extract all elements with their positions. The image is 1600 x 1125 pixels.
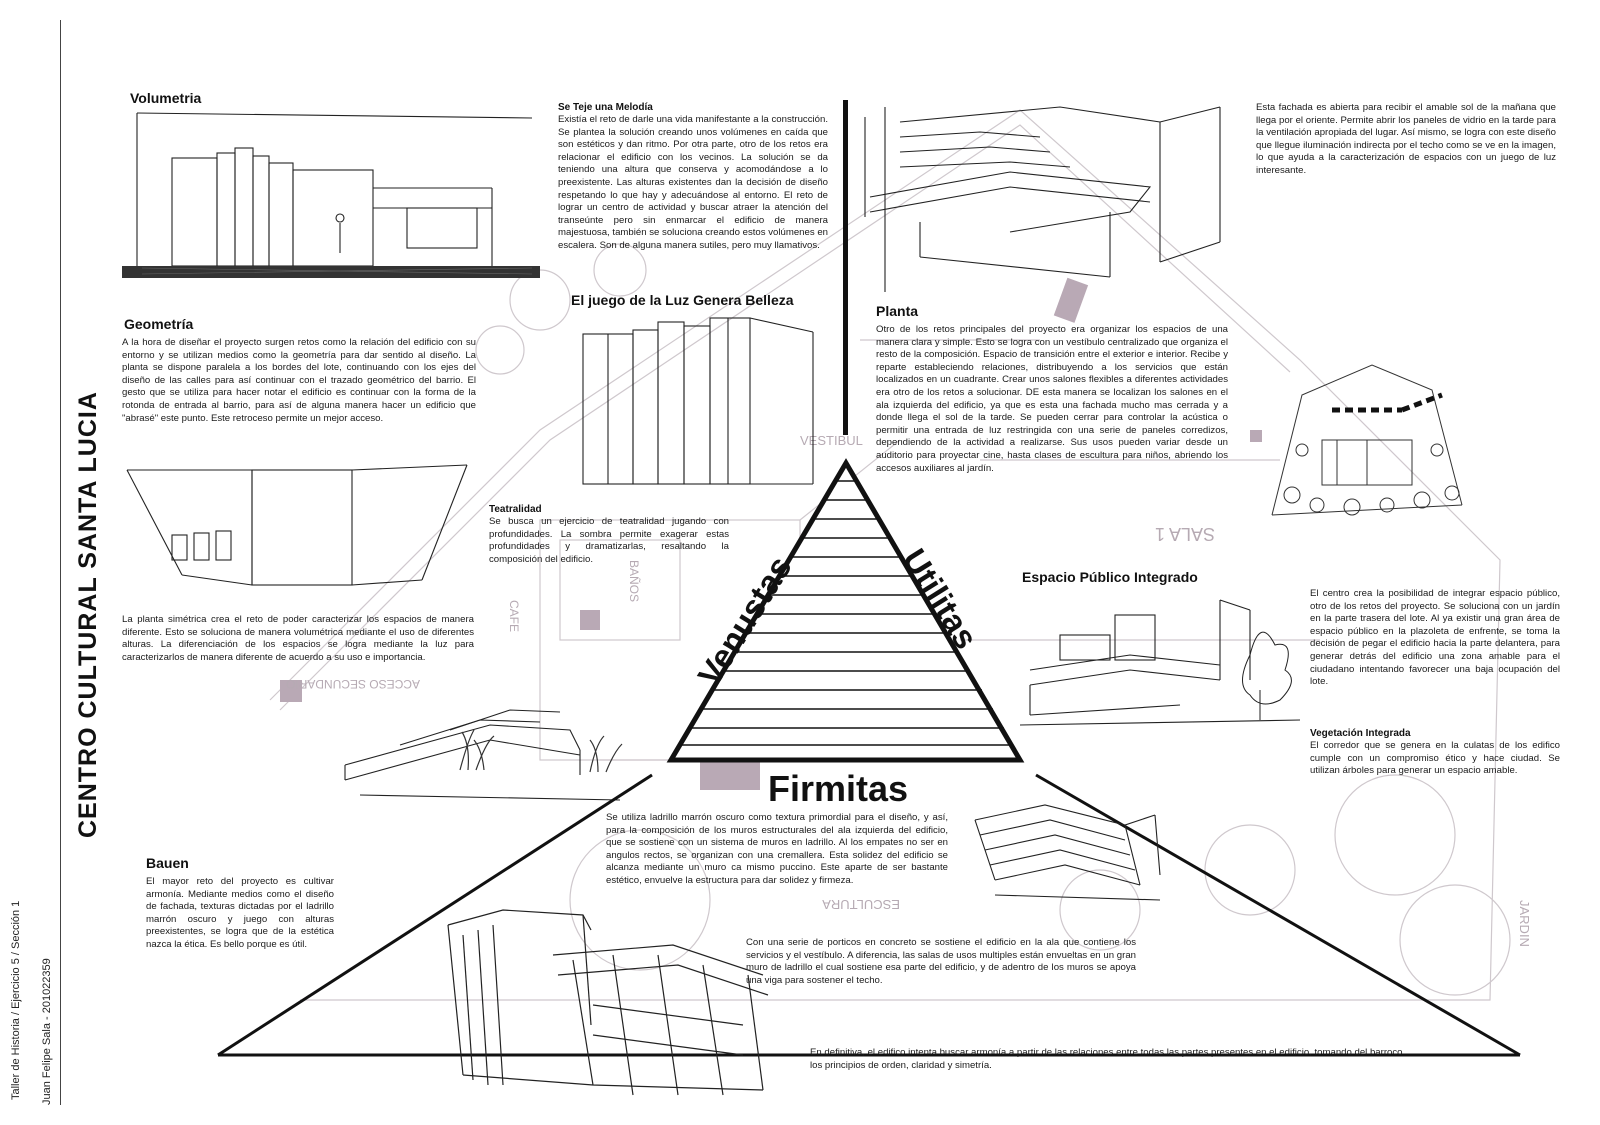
espacio-publico-text: El centro crea la posibilidad de integra…	[1310, 588, 1560, 688]
luz-sketch	[578, 312, 818, 490]
plan-label-escaleras: ESCALERAS	[842, 642, 920, 657]
vegetacion-title: Vegetación Integrada	[1310, 728, 1411, 739]
geometria-title: Geometría	[124, 316, 194, 332]
ladrillo-text: Se utiliza ladrillo marrón oscuro como t…	[606, 812, 948, 886]
plan-label-vestibulo: VESTIBUL	[800, 433, 863, 448]
porticos-top-sketch	[965, 800, 1165, 910]
course-label: Taller de Historia / Ejercicio 5 / Secci…	[10, 901, 22, 1100]
porticos-text: Con una serie de porticos en concreto se…	[746, 937, 1136, 986]
vegetacion-text: El corredor que se genera en la culatas …	[1310, 740, 1560, 777]
structure-sketch	[443, 905, 788, 1105]
espacio-publico-title: Espacio Público Integrado	[1022, 569, 1198, 585]
planta-title: Planta	[876, 303, 919, 319]
plan-label-acceso: ACCESO SECUNDARIO	[286, 677, 420, 691]
page-title: CENTRO CULTURAL SANTA LUCIA	[74, 391, 102, 838]
plan-label-sala: SALA 1	[1155, 524, 1215, 544]
bauen-text: El mayor reto del proyecto es cultivar a…	[146, 876, 334, 950]
pyramid-label-firmitas: Firmitas	[768, 768, 909, 809]
bauen-title: Bauen	[146, 855, 189, 871]
luz-title: El juego de la Luz Genera Belleza	[571, 292, 794, 308]
conclusion-text: En definitiva, el edifico intenta buscar…	[810, 1047, 1403, 1071]
geometria-sketch	[122, 445, 472, 590]
bauen-ramp-sketch	[340, 700, 630, 810]
geometria-text: A la hora de diseñar el proyecto surgen …	[122, 337, 476, 424]
plan-label-banos: BAÑOS	[627, 560, 641, 602]
author-label: Juan Felipe Sala - 201022359	[41, 958, 53, 1105]
volumetria-title: Volumetria	[130, 90, 202, 106]
right-plan-sketch	[1262, 355, 1482, 540]
planta-perspective-sketch	[860, 102, 1230, 292]
left-border-line	[60, 20, 61, 1105]
espacio-publico-sketch	[1020, 595, 1305, 740]
teatralidad-title: Teatralidad	[489, 504, 542, 515]
center-divider	[843, 100, 848, 435]
plan-label-escultura: ESCULTURA	[822, 897, 900, 912]
plan-label-oficina: OFICINA	[787, 610, 801, 659]
volumetria-sketch	[122, 108, 540, 286]
teatralidad-text: Se busca un ejercicio de teatralidad jug…	[489, 516, 729, 565]
melodia-title: Se Teje una Melodía	[558, 102, 653, 113]
course-text: Taller de Historia / Ejercicio 5 / Secci…	[10, 900, 22, 1100]
plan-label-jardin: JARDIN	[1517, 900, 1532, 947]
fachada-text: Esta fachada es abierta para recibir el …	[1256, 102, 1556, 176]
author-text: Juan Felipe Sala - 201022359	[41, 958, 53, 1105]
planta-text: Otro de los retos principales del proyec…	[876, 324, 1228, 474]
melodia-text: Existía el reto de darle una vida manife…	[558, 114, 828, 251]
geometria-text-2: La planta simétrica crea el reto de pode…	[122, 614, 474, 663]
plan-label-cafe: CAFE	[507, 600, 521, 632]
